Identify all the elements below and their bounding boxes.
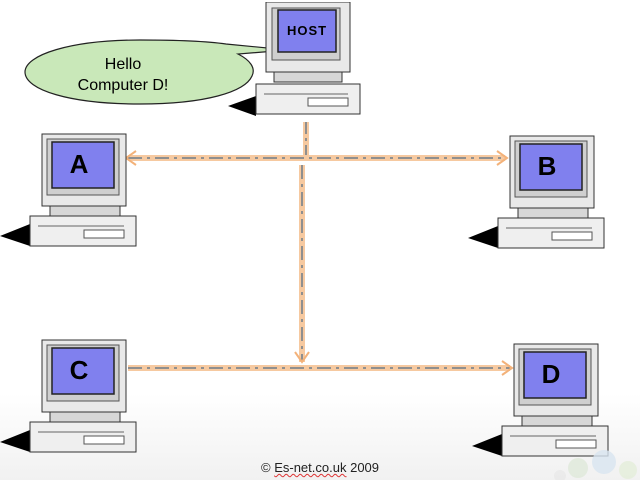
link-c-d [128, 360, 514, 376]
computer-d-icon [472, 343, 609, 457]
copyright-domain: Es-net.co.uk [274, 460, 347, 475]
bubble-line-2: Computer D! [77, 77, 169, 94]
computer-c-icon [0, 339, 137, 453]
host-computer-icon [228, 2, 361, 116]
computer-b-icon [468, 135, 605, 249]
computer-c: C [0, 338, 140, 458]
bubble-line-1: Hello [104, 56, 142, 73]
copyright-symbol: © [260, 460, 271, 475]
link-trunk [294, 165, 310, 364]
computer-a: A [0, 132, 140, 252]
copyright-footer: © Es-net.co.uk 2009 [0, 460, 640, 475]
speech-bubble-text: Hello Computer D! [58, 54, 188, 96]
computer-b: B [468, 134, 608, 254]
computer-a-icon [0, 133, 137, 247]
copyright-year: 2009 [350, 460, 380, 475]
